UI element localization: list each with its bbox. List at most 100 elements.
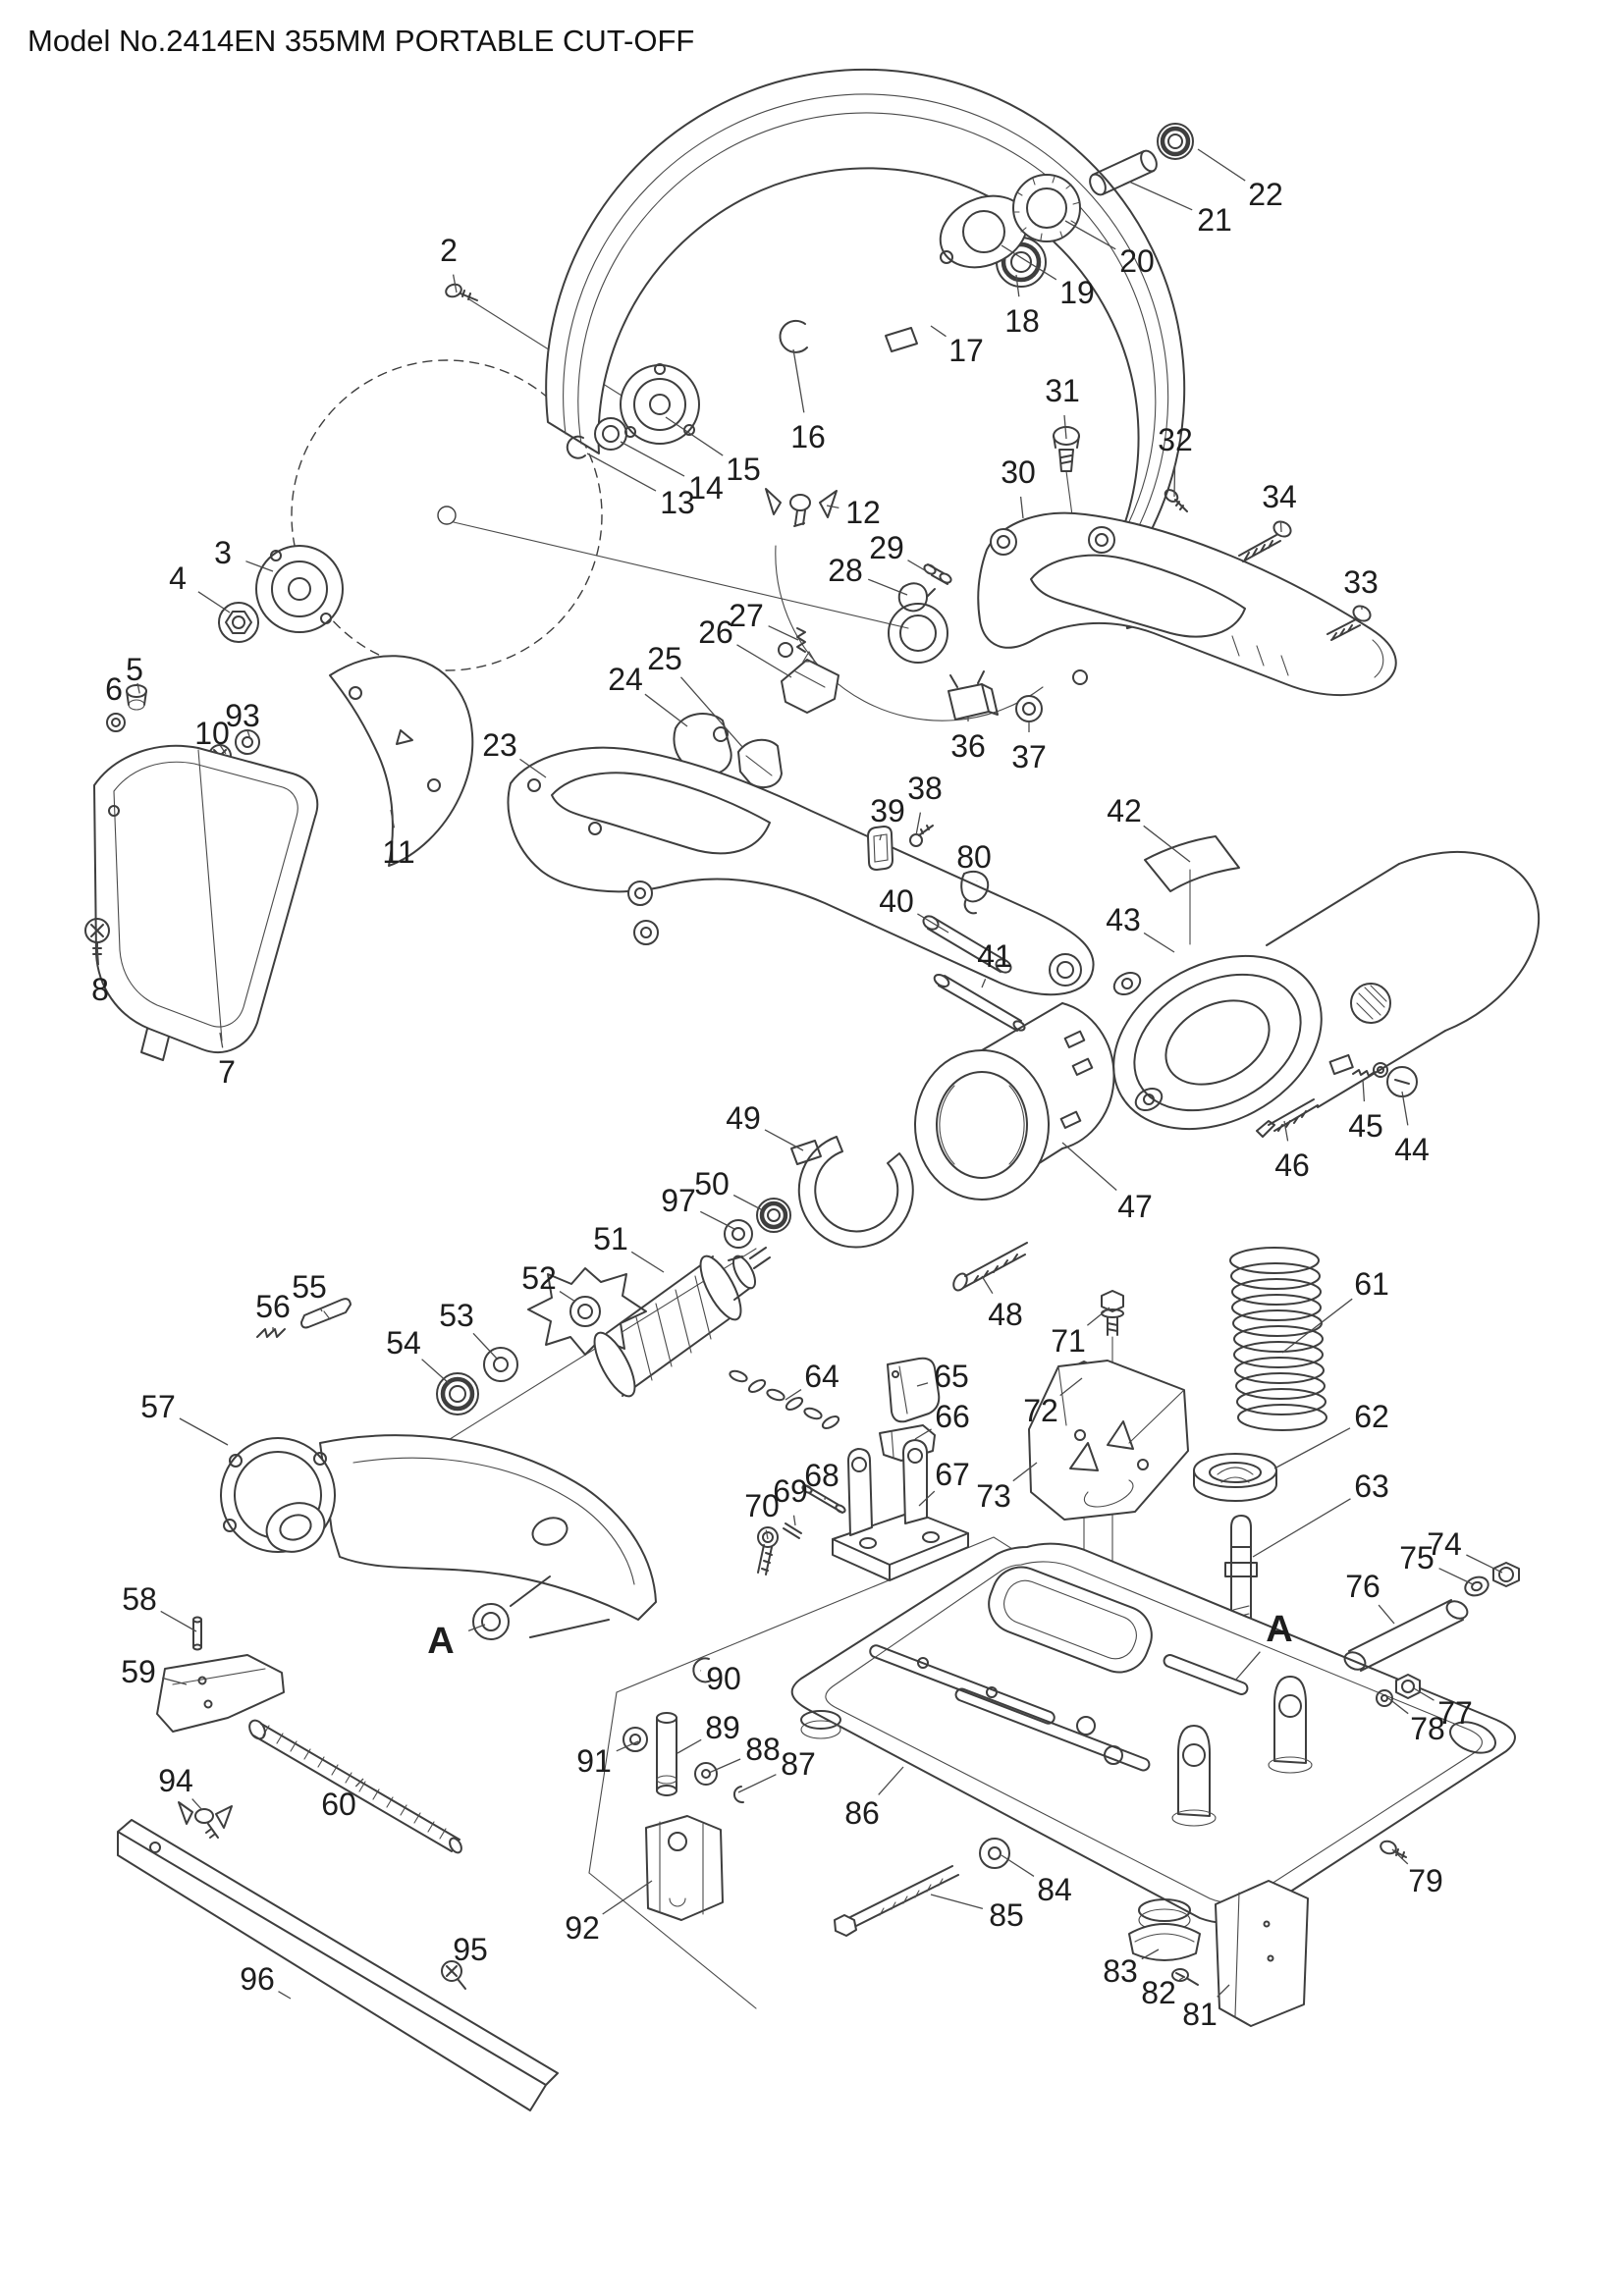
- baffle-bearing-drawing: [724, 1136, 914, 1249]
- part-number-label-96: 96: [240, 1961, 275, 1997]
- rear-handle-drawing: [977, 426, 1397, 697]
- leader-line-30: [1019, 496, 1024, 519]
- part-number-label-30: 30: [1001, 454, 1036, 490]
- leader-line-82: [1178, 1976, 1185, 1981]
- leader-line-41: [981, 978, 987, 988]
- part-number-label-94: 94: [158, 1763, 193, 1798]
- leader-line-88: [708, 1758, 741, 1774]
- leader-line-23: [519, 758, 547, 778]
- leader-line-43: [1143, 932, 1175, 953]
- part-number-label-70: 70: [744, 1488, 780, 1523]
- part-number-label-11: 11: [382, 834, 415, 870]
- leader-line-76: [1378, 1604, 1395, 1625]
- part-number-label-50: 50: [694, 1166, 730, 1201]
- part-number-label-4: 4: [169, 561, 187, 596]
- leader-line-71: [1086, 1307, 1110, 1326]
- part-number-label-43: 43: [1106, 902, 1141, 937]
- part-number-label-20: 20: [1119, 243, 1155, 279]
- part-number-label-8: 8: [91, 972, 109, 1007]
- leader-line-40: [917, 913, 949, 934]
- leader-line-83: [1141, 1949, 1160, 1960]
- leader-line-16: [792, 348, 805, 413]
- leader-line-59: [162, 1677, 188, 1685]
- part-number-label-23: 23: [482, 727, 517, 763]
- fastener-2-drawing: [445, 283, 478, 301]
- assembly-marker-A: A: [1266, 1609, 1293, 1650]
- part-number-label-91: 91: [576, 1743, 612, 1779]
- assembly-marker-A: A: [427, 1621, 455, 1662]
- part-number-label-56: 56: [255, 1289, 291, 1324]
- part-number-label-74: 74: [1427, 1526, 1462, 1562]
- leader-line-50: [732, 1194, 762, 1210]
- part-number-label-29: 29: [869, 530, 904, 565]
- part-number-label-26: 26: [698, 614, 733, 650]
- part-number-label-71: 71: [1051, 1323, 1086, 1359]
- part-number-label-22: 22: [1248, 177, 1283, 212]
- leader-line-70: [765, 1529, 769, 1540]
- leader-line-58: [160, 1610, 197, 1632]
- leader-line-65: [916, 1382, 929, 1387]
- part-number-label-82: 82: [1141, 1975, 1176, 2010]
- vise-group-drawing: [117, 1616, 559, 2111]
- leader-line-38: [915, 812, 922, 836]
- leader-line-69: [792, 1515, 796, 1526]
- part-number-label-60: 60: [321, 1787, 356, 1822]
- leader-line-97: [700, 1210, 735, 1230]
- part-number-label-10: 10: [194, 716, 230, 751]
- leader-line-95: [453, 1967, 456, 1970]
- cutoff-wheel-drawing: [291, 359, 603, 671]
- leader-line-49: [764, 1129, 804, 1151]
- part-number-label-41: 41: [977, 938, 1012, 974]
- leader-line-44: [1401, 1091, 1409, 1126]
- switch-group-drawing: [673, 563, 952, 789]
- part-number-label-2: 2: [440, 233, 458, 268]
- part-number-label-44: 44: [1394, 1132, 1430, 1167]
- armature-fan-drawing: [436, 1247, 771, 1415]
- part-number-label-84: 84: [1037, 1872, 1072, 1907]
- part-number-label-89: 89: [705, 1710, 740, 1745]
- leader-line-26: [736, 644, 792, 678]
- leader-line-60: [354, 1778, 364, 1788]
- part-number-label-59: 59: [121, 1654, 156, 1689]
- leader-line-2: [452, 274, 458, 294]
- part-number-label-36: 36: [950, 728, 986, 764]
- leader-line-27: [768, 625, 799, 641]
- leader-line-53: [472, 1332, 498, 1360]
- leader-line-31: [1063, 414, 1067, 440]
- depth-stopper-drawing: [729, 1357, 969, 1581]
- spindle-gear-group-drawing: [939, 123, 1194, 288]
- leader-line-91: [616, 1740, 639, 1752]
- leader-line-25: [680, 676, 744, 749]
- part-number-label-93: 93: [225, 698, 260, 733]
- leader-line-A: [1234, 1651, 1261, 1682]
- leader-line-78: [1387, 1697, 1409, 1715]
- part-number-label-90: 90: [706, 1661, 741, 1696]
- leader-line-19: [1001, 244, 1057, 281]
- leader-line-20: [1064, 220, 1116, 250]
- leader-line-54: [421, 1359, 451, 1385]
- leader-line-4: [197, 591, 231, 614]
- part-number-label-54: 54: [386, 1325, 421, 1361]
- leader-line-8: [96, 943, 100, 966]
- leader-line-63: [1252, 1498, 1351, 1558]
- part-number-label-61: 61: [1354, 1266, 1389, 1302]
- stand-parts-drawing: [1343, 1562, 1520, 1859]
- part-number-label-76: 76: [1345, 1569, 1380, 1604]
- leader-line-24: [644, 693, 688, 727]
- link-parts-drawing: [867, 825, 1026, 1032]
- front-handle-drawing: [507, 746, 1095, 996]
- leader-line-34: [1279, 520, 1282, 533]
- part-number-label-6: 6: [105, 671, 123, 707]
- safety-cover-drawing: [84, 744, 319, 1061]
- part-number-label-88: 88: [745, 1732, 781, 1767]
- part-number-label-27: 27: [729, 598, 764, 633]
- part-number-label-32: 32: [1158, 422, 1193, 457]
- gear-housing-drawing: [220, 1298, 657, 1640]
- part-number-label-5: 5: [126, 652, 143, 687]
- leader-line-81: [1217, 1984, 1230, 1998]
- leader-line-86: [878, 1766, 904, 1795]
- part-number-label-83: 83: [1103, 1953, 1138, 1989]
- part-number-label-78: 78: [1410, 1711, 1445, 1746]
